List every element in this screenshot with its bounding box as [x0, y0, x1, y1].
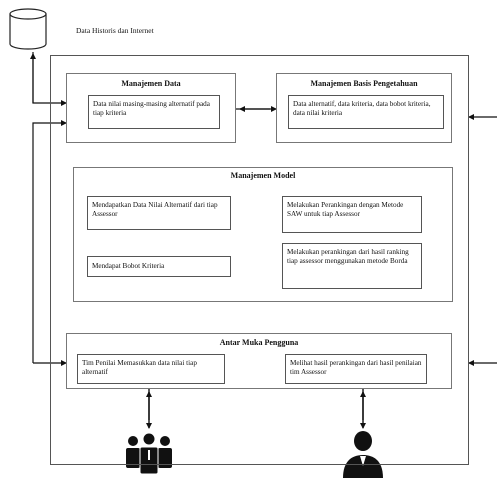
system-frame	[50, 55, 469, 465]
box-team-input: Tim Penilai Memasukkan data nilai tiap a…	[77, 354, 225, 384]
box-alternative-values: Data nilai masing-masing alternatif pada…	[88, 95, 220, 129]
group-title: Antar Muka Pengguna	[219, 338, 299, 347]
database-caption: Data Historis dan Internet	[76, 26, 154, 35]
box-get-alternative-values: Mendapatkan Data Nilai Alternatif dari t…	[87, 196, 231, 230]
group-title: Manajemen Model	[230, 171, 296, 180]
user-group-icon	[126, 432, 172, 475]
box-get-criteria-weight: Mendapat Bobot Kriteria	[87, 256, 231, 277]
database-icon	[9, 8, 47, 50]
box-view-results: Melihat hasil perankingan dari hasil pen…	[285, 354, 427, 384]
box-borda-ranking: Melakukan perankingan dari hasil ranking…	[282, 243, 422, 289]
group-title: Manajemen Basis Pengetahuan	[310, 79, 418, 88]
single-user-icon	[343, 431, 383, 478]
arrow-left-up	[32, 120, 67, 363]
group-title: Manajemen Data	[121, 79, 181, 88]
box-knowledge-data: Data alternatif, data kriteria, data bob…	[288, 95, 444, 129]
box-saw-ranking: Melakukan Perankingan dengan Metode SAW …	[282, 196, 422, 233]
